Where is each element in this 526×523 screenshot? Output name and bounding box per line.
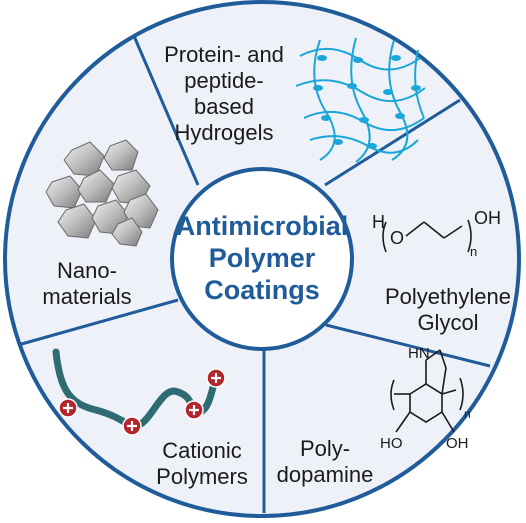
divider-top-left xyxy=(132,35,200,186)
label-polydopamine: Poly- dopamine xyxy=(276,436,374,487)
nanomaterials-icon xyxy=(45,139,159,247)
label-nano: Nano- materials xyxy=(42,258,132,309)
peg-structure xyxy=(382,219,472,253)
divider-top-right xyxy=(324,98,461,187)
positive-charge-icon xyxy=(122,416,142,436)
peg-h: H xyxy=(372,212,385,232)
center-title: Antimicrobial Polymer Coatings xyxy=(175,211,349,305)
label-peg: Polyethylene Glycol xyxy=(385,284,511,335)
peg-oh: OH xyxy=(474,208,501,228)
label-hydrogels: Protein- and peptide- based Hydrogels xyxy=(164,42,284,145)
positive-charge-icon xyxy=(58,398,78,418)
positive-charge-icon xyxy=(184,400,204,420)
peg-n: n xyxy=(470,244,477,259)
segment-dividers xyxy=(17,35,491,513)
center-circle xyxy=(170,167,354,351)
polydopamine-structure xyxy=(390,349,464,433)
pda-hn: HN xyxy=(408,345,430,362)
pda-n: n xyxy=(464,407,471,421)
hydrogel-network-icon xyxy=(295,37,426,163)
pda-ho: HO xyxy=(380,435,403,452)
divider-right xyxy=(325,323,491,368)
cationic-polymer-chain xyxy=(52,348,226,436)
peg-o: O xyxy=(390,228,404,248)
label-cationic: Cationic Polymers xyxy=(156,438,248,489)
divider-left xyxy=(17,298,179,347)
pda-oh: OH xyxy=(446,435,469,452)
positive-charge-icon xyxy=(206,368,226,388)
